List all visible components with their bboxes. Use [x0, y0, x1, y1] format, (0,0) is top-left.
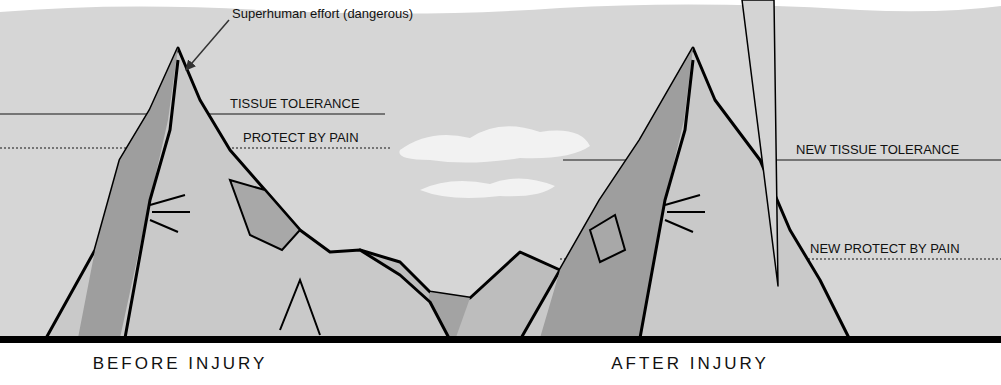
level-label: TISSUE TOLERANCE [230, 97, 360, 112]
ground-line [0, 336, 1001, 343]
caption-label: BEFORE INJURY [93, 354, 268, 374]
leader-line [186, 20, 229, 70]
mountain-shade [540, 48, 693, 338]
crevice [280, 280, 320, 335]
mountain-shade [78, 48, 178, 338]
needle [742, 0, 778, 286]
level-label: NEW PROTECT BY PAIN [808, 242, 962, 257]
crevice [150, 195, 190, 232]
rock-face [590, 215, 625, 262]
rock-face [230, 180, 300, 250]
caption-label: AFTER INJURY [611, 354, 769, 374]
level-label: NEW TISSUE TOLERANCE [796, 143, 959, 158]
cloud [399, 126, 590, 162]
mountain [520, 48, 850, 340]
callout-label: Superhuman effort (dangerous) [232, 7, 413, 22]
crevice [665, 195, 705, 232]
cloud [420, 178, 555, 198]
mountain [45, 48, 450, 340]
level-label: PROTECT BY PAIN [243, 131, 359, 146]
